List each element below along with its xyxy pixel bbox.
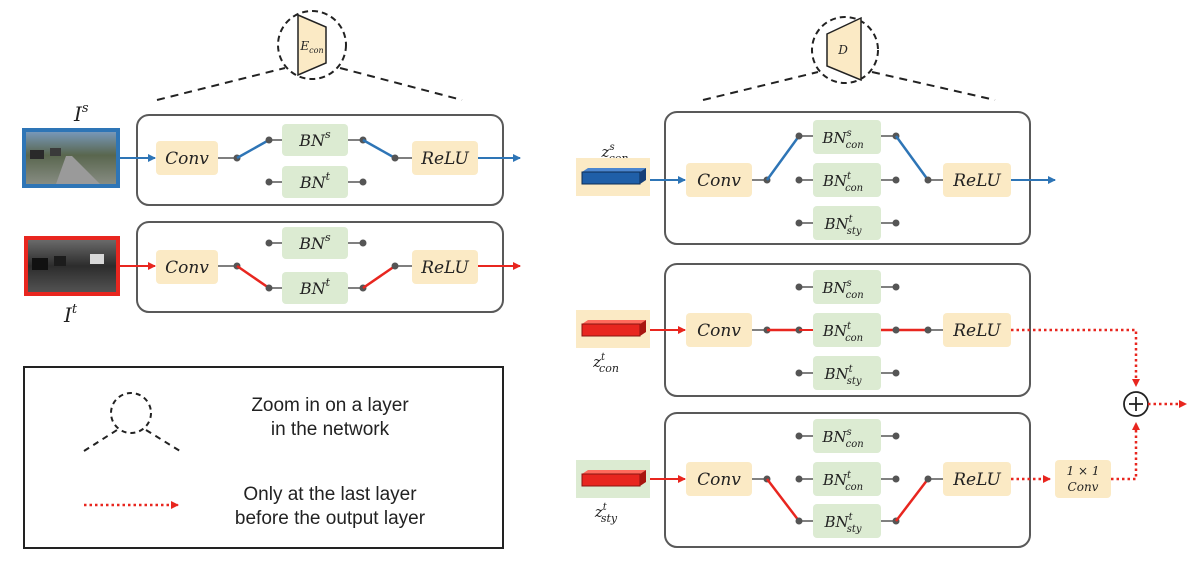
svg-text:Econ: Econ: [299, 39, 323, 55]
source-image: Is: [22, 101, 120, 188]
encoder-trapezoid: [297, 13, 327, 77]
relu-block: [412, 141, 478, 175]
decoder-trapezoid: [826, 16, 862, 82]
zoom-circle-icon: [110, 392, 152, 434]
svg-text:ReLU: ReLU: [952, 470, 1001, 490]
source-label: Is: [73, 101, 89, 126]
legend: Zoom in on a layer in the network Only a…: [23, 366, 504, 549]
bn-s-block: [282, 227, 348, 259]
zoom-circle-encoder: [277, 10, 347, 80]
conv-block: [156, 250, 218, 284]
encoder-panel-target: Conv BNs BNt ReLU: [118, 221, 521, 313]
encoder-panel-source: Conv BNs BNt ReLU: [118, 114, 521, 206]
svg-text:BNs: BNs: [298, 128, 331, 150]
bn-s-block: [282, 124, 348, 156]
legend-dotted-line1: Only at the last layer: [243, 484, 417, 505]
svg-text:BNt: BNt: [299, 170, 331, 192]
svg-text:Conv: Conv: [1068, 480, 1099, 494]
relu-block: [412, 250, 478, 284]
svg-text:1 × 1: 1 × 1: [1067, 464, 1100, 478]
decoder-label: D: [837, 43, 848, 57]
svg-text:ReLU: ReLU: [420, 149, 469, 169]
svg-text:Conv: Conv: [165, 149, 209, 169]
one-by-one-conv: 1 × 1 Conv: [1055, 422, 1140, 498]
encoder-zoom: Econ: [156, 10, 463, 101]
bn-t-block: [282, 272, 348, 304]
svg-text:ReLU: ReLU: [420, 258, 469, 278]
svg-text:Conv: Conv: [697, 470, 741, 490]
svg-text:BNs: BNs: [298, 231, 331, 253]
bn-t-block: [282, 166, 348, 198]
target-label: It: [63, 302, 78, 327]
svg-text:ReLU: ReLU: [952, 321, 1001, 341]
svg-text:Conv: Conv: [697, 171, 741, 191]
svg-text:Conv: Conv: [165, 258, 209, 278]
legend-zoom-line1: Zoom in on a layer: [251, 395, 409, 416]
svg-text:Conv: Conv: [697, 321, 741, 341]
decoder-input-source-content: zscon: [576, 142, 650, 196]
legend-zoom-line2: in the network: [271, 419, 390, 440]
target-image: It: [24, 236, 120, 327]
conv-block: [156, 141, 218, 175]
zoom-circle-decoder: [811, 16, 879, 84]
decoder-zoom: D: [702, 16, 996, 101]
sum-node: [1123, 391, 1187, 417]
legend-dotted-line2: before the output layer: [235, 508, 426, 529]
encoder-label: E: [299, 39, 309, 53]
svg-text:ReLU: ReLU: [952, 171, 1001, 191]
svg-text:BNt: BNt: [299, 276, 331, 298]
